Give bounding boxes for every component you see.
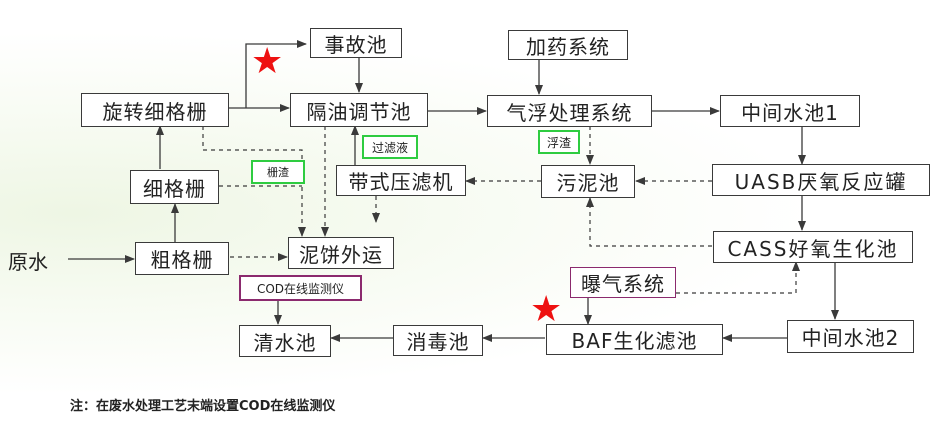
tag-shanzha: 栅渣 [251, 160, 305, 184]
node-baoqi: 曝气系统 [570, 267, 676, 298]
node-xiaodu: 消毒池 [393, 325, 483, 356]
node-zhongjian1: 中间水池1 [720, 95, 860, 127]
star-icon-shigu: ★ [251, 41, 284, 82]
tag-guolvye: 过滤液 [362, 135, 418, 159]
node-jiayao: 加药系统 [508, 30, 628, 60]
footnote: 注：在废水处理工艺末端设置COD在线监测仪 [70, 399, 336, 414]
node-yuanshui: 原水 [8, 250, 48, 274]
node-qifu: 气浮处理系统 [487, 95, 652, 127]
screenings-xuanzhuan-nibing [202, 126, 306, 237]
star-icon-baf: ★ [530, 289, 563, 330]
node-daishi: 带式压滤机 [336, 165, 466, 196]
sludge-cass-wuni [586, 197, 712, 247]
node-baf: BAF生化滤池 [546, 324, 723, 355]
node-shigu: 事故池 [310, 28, 402, 58]
node-nibing: 泥饼外运 [288, 237, 394, 269]
node-geyou: 隔油调节池 [290, 93, 428, 127]
air-baoqi-cass [676, 261, 800, 294]
node-uasb: UASB厌氧反应罐 [712, 164, 930, 196]
node-wuni: 污泥池 [541, 165, 635, 198]
node-cass: CASS好氧生化池 [713, 231, 913, 263]
node-xigeshan: 细格栅 [130, 170, 219, 204]
tag-cod: COD在线监测仪 [239, 275, 362, 301]
flow-xuanzhuan-shigu [245, 40, 307, 108]
node-qingshui: 清水池 [239, 325, 331, 357]
node-zhongjian2: 中间水池2 [787, 320, 914, 353]
tag-fuzha: 浮渣 [538, 130, 580, 154]
node-xuanzhuan: 旋转细格栅 [81, 93, 229, 127]
node-cugeshan: 粗格栅 [135, 242, 229, 275]
